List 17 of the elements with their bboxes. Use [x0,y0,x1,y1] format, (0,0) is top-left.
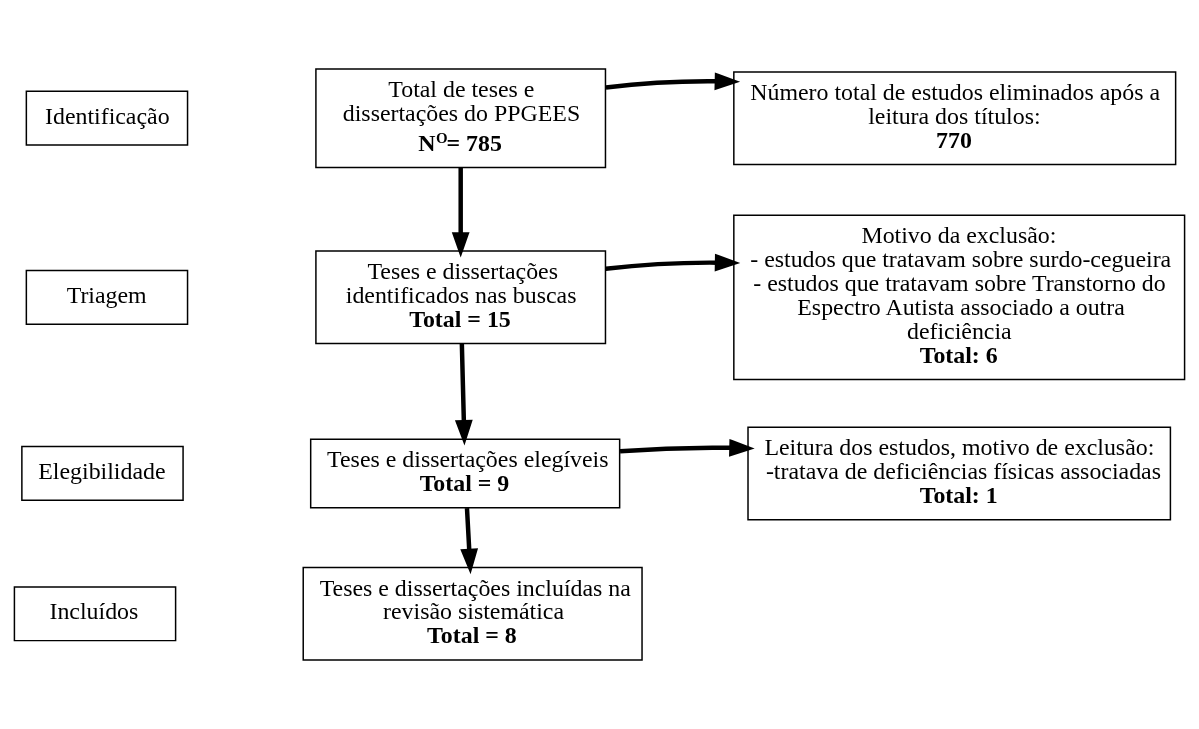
node-box: Teses e dissertações identificados nas buscas Total = 15 [315,250,607,345]
node-box: Número total de estudos eliminados após a leitura dos títulos: 770 [733,71,1177,166]
arrow [460,508,479,575]
arrow [605,253,741,272]
node-box: Leitura dos estudos, motivo de exclusão: -tratava de deficiências físicas associadas Total: 1 [747,426,1172,521]
arrow [619,438,755,457]
arrow [605,72,741,91]
node-box: Total de teses e dissertações do PPGEES N$^{O}$= 785 [315,68,607,169]
node-box: Motivo da exclusão: - estudos que tratavam sobre surdo-cegueira - estudos que tratavam sobre Transtorno do Espectro Autista associado a outra deficiência Total: 6 [733,214,1186,381]
arrow [454,343,473,446]
node-box: Teses e dissertações elegíveis Total = 9 [309,438,621,509]
arrow [451,167,470,258]
node-box: Teses e dissertações incluídas na revisão sistemática Total = 8 [302,566,643,661]
node-box: Elegibilidade [21,445,184,502]
node-box: Identificação [25,90,189,146]
node-box: Triagem [25,269,189,325]
node-box: Incluídos [13,586,177,642]
